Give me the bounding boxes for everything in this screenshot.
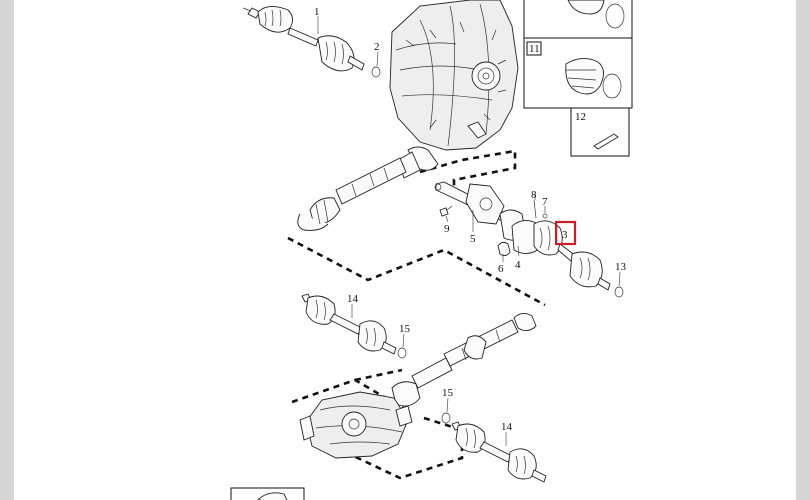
part-4: 4 [515,245,521,271]
detail-box-12: 12 [570,107,630,157]
callout-1: 1 [314,6,320,18]
callout-8: 8 [531,189,537,201]
callout-6: 6 [498,263,504,275]
callout-3[interactable]: 3 [562,229,568,241]
callout-11: 11 [529,43,540,55]
seal-13: 13 [614,261,627,298]
rear-propeller-shaft [391,313,537,407]
callout-13: 13 [615,261,627,273]
detail-box-bottom-partial [230,487,305,500]
callout-4: 4 [515,259,521,271]
dashed-frame-middle [287,236,546,307]
drive-shaft-14-upper: 14 [301,293,397,355]
part-5: 5 [470,210,476,245]
drive-shaft-1: 1 [242,6,365,72]
callout-15a: 15 [399,323,411,335]
callout-15b: 15 [442,387,454,399]
part-7: 7 [542,196,548,219]
part-6: 6 [497,241,511,275]
seal-2: 2 [371,41,381,78]
highlight-box-callout-3 [554,220,577,246]
dashed-frame-upper [419,149,517,198]
left-gutter [0,0,14,500]
intermediate-shaft-3: 3 [434,181,611,291]
transmission-housing [389,0,519,151]
part-8: 8 [531,189,537,219]
right-gutter [796,0,810,500]
callout-12: 12 [575,111,586,123]
seal-15-lower: 15 [441,387,454,424]
detail-box-11: 11 [523,37,633,109]
rear-differential [299,391,413,459]
callout-9: 9 [444,223,450,235]
drive-shaft-14-lower: 14 [451,421,547,483]
bolt-9: 9 [439,205,453,235]
dashed-frame-bottom [344,416,464,480]
propeller-shaft [297,146,439,231]
callout-14b: 14 [501,421,513,433]
seal-15-upper: 15 [397,323,411,359]
callout-2: 2 [374,41,380,53]
callout-7: 7 [542,196,548,208]
dashed-frame-lower [291,368,411,414]
callout-5: 5 [470,233,476,245]
detail-box-top [523,0,633,39]
callout-14a: 14 [347,293,359,305]
